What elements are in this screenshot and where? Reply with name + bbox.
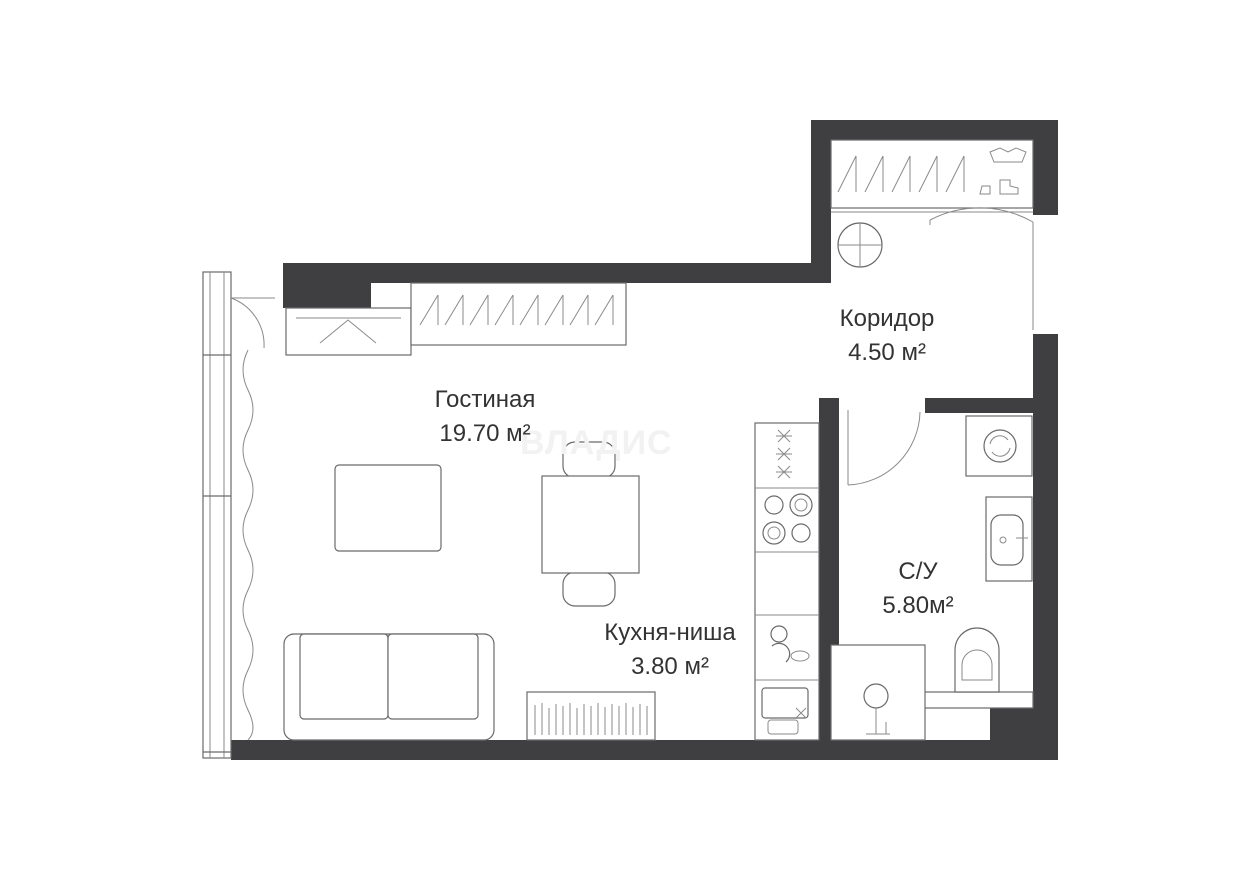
bookshelf bbox=[526, 691, 656, 741]
sofa bbox=[283, 633, 495, 741]
pouf bbox=[837, 222, 883, 268]
kitchen-sink-icon bbox=[761, 687, 809, 735]
toilet-icon bbox=[923, 627, 1034, 709]
room-bathroom-label: С/У 5.80м² bbox=[848, 555, 988, 623]
watermark: ВЛАДИС bbox=[520, 424, 673, 462]
wardrobe-living bbox=[410, 282, 627, 346]
wall-corridor-left bbox=[811, 120, 831, 283]
cooktop-icon bbox=[762, 493, 813, 545]
wardrobe-corridor bbox=[830, 139, 1034, 213]
room-name: Кухня-ниша bbox=[604, 619, 736, 646]
room-corridor-label: Коридор 4.50 м² bbox=[812, 302, 962, 370]
wall-bottom bbox=[231, 740, 1058, 760]
room-area: 5.80м² bbox=[882, 592, 954, 619]
wall-corridor-top bbox=[811, 120, 1058, 140]
bathroom-sink-icon bbox=[985, 496, 1033, 582]
shower-icon bbox=[830, 644, 926, 741]
room-area: 4.50 м² bbox=[848, 339, 926, 366]
clothes-icon bbox=[979, 147, 1027, 195]
wall-right bbox=[1033, 334, 1058, 760]
kitchen-counter bbox=[754, 422, 820, 741]
room-living-label: Гостиная 19.70 м² bbox=[400, 383, 570, 451]
room-name: Гостиная bbox=[434, 386, 536, 413]
room-area: 3.80 м² bbox=[631, 653, 709, 680]
room-area: 19.70 м² bbox=[439, 420, 531, 447]
walls bbox=[231, 120, 1058, 760]
fridge-icon bbox=[776, 429, 792, 479]
dining-table bbox=[541, 441, 640, 607]
dishes-icon bbox=[770, 625, 810, 663]
wall-bath-shaft bbox=[990, 708, 1033, 748]
entrance-door bbox=[929, 207, 1034, 330]
room-kitchen-label: Кухня-ниша 3.80 м² bbox=[585, 616, 755, 684]
wall-top-left bbox=[283, 263, 831, 283]
tv-stand bbox=[285, 307, 412, 356]
wall-bath-top bbox=[925, 398, 1033, 413]
window-left bbox=[202, 271, 275, 759]
curtain bbox=[242, 349, 254, 741]
room-name: С/У bbox=[898, 558, 938, 585]
wall-corridor-right bbox=[1033, 120, 1058, 215]
washing-machine-icon bbox=[965, 415, 1033, 477]
wall-top-left-block bbox=[283, 263, 371, 308]
coffee-table bbox=[334, 464, 442, 552]
bathroom-door bbox=[847, 410, 921, 486]
room-name: Коридор bbox=[839, 305, 935, 332]
